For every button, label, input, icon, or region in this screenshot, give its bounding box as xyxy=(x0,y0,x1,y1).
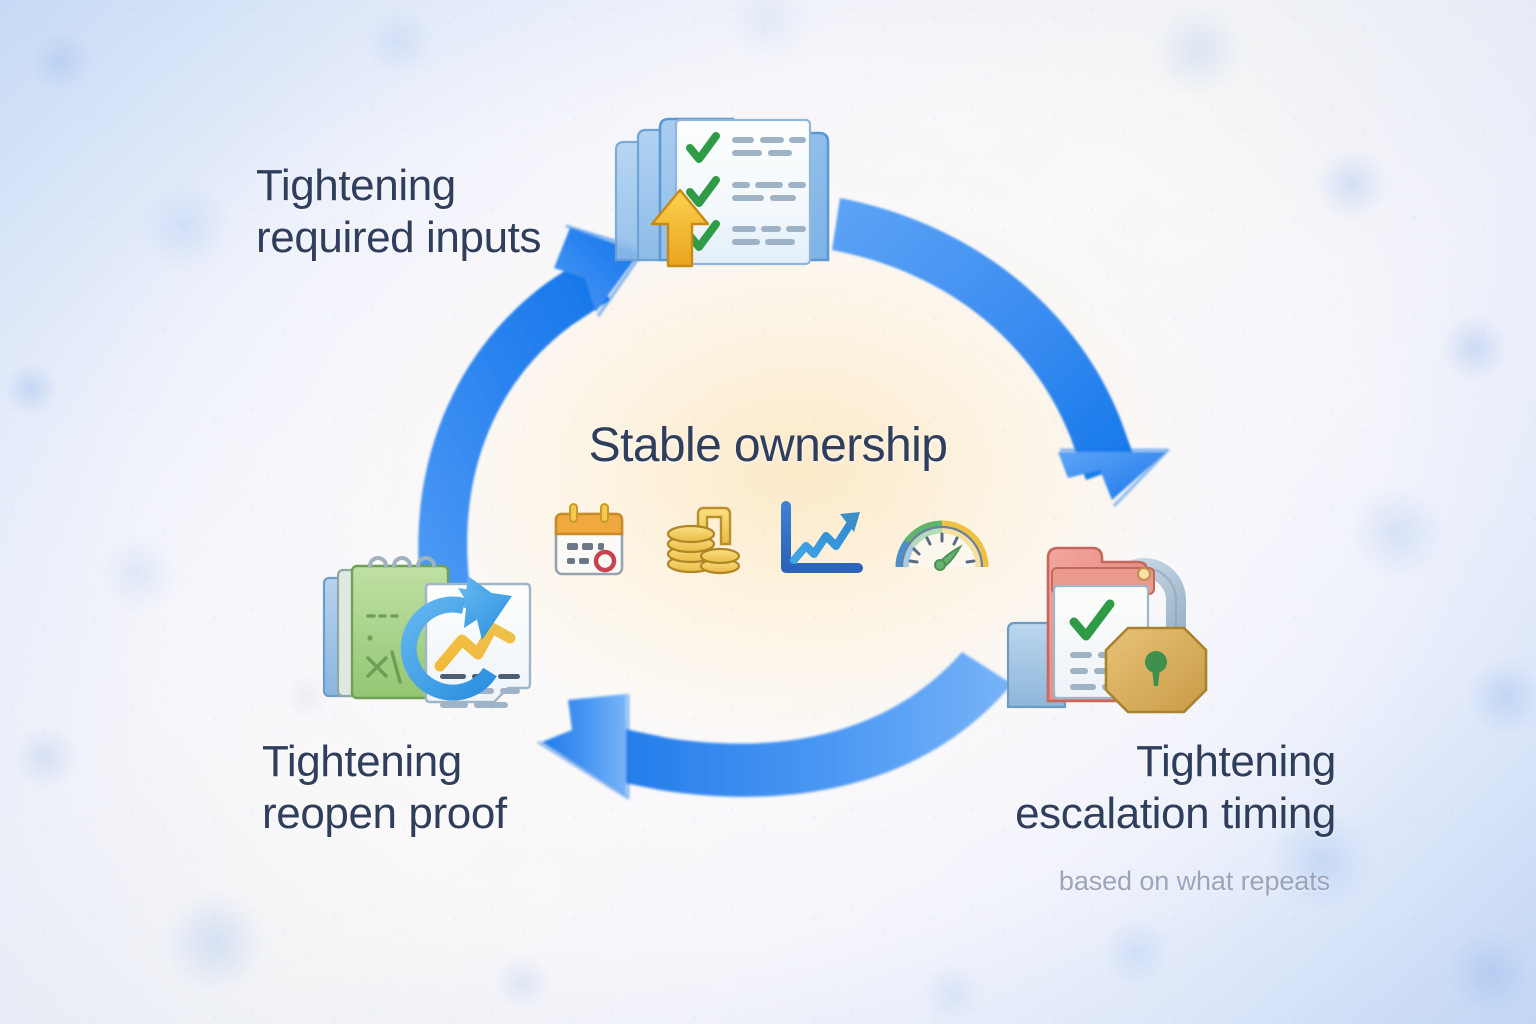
node-sublabel-escalation-timing: based on what repeats xyxy=(1058,866,1330,896)
trend-line-icon xyxy=(434,622,516,672)
approved-checkmark xyxy=(1069,599,1115,641)
upload-arrow-icon xyxy=(650,188,710,268)
node-label-escalation-timing: Tightening escalation timing xyxy=(1015,736,1336,840)
arrow-escalation-to-reopen xyxy=(537,652,1012,800)
node-label-line-1: Tightening xyxy=(256,161,456,210)
calendar-icon xyxy=(554,503,624,576)
gauge-icon xyxy=(895,520,989,571)
arrow-inputs-to-escalation xyxy=(832,198,1170,508)
node-label-line-2: escalation timing xyxy=(1015,788,1336,838)
notepad-rings xyxy=(368,556,436,568)
document-text-lines xyxy=(440,674,520,708)
node-icon-required-inputs xyxy=(598,86,848,301)
document-text-lines xyxy=(732,137,806,245)
node-label-required-inputs: Tightening required inputs xyxy=(256,160,541,264)
coins-icon xyxy=(666,506,741,575)
growth-chart-icon xyxy=(781,501,863,573)
node-label-reopen-proof: Tightening reopen proof xyxy=(262,736,507,840)
refresh-arrow-icon xyxy=(400,596,497,701)
node-label-line-1: Tightening xyxy=(1136,737,1336,786)
node-label-line-2: reopen proof xyxy=(262,788,507,838)
node-label-line-2: required inputs xyxy=(256,212,542,262)
node-icon-reopen-proof xyxy=(318,540,553,730)
center-icon-strip xyxy=(546,498,990,584)
pad-marks xyxy=(366,614,402,684)
center-title: Stable ownership xyxy=(588,419,948,472)
node-icon-escalation-timing xyxy=(1000,512,1230,732)
node-label-line-1: Tightening xyxy=(262,737,462,786)
